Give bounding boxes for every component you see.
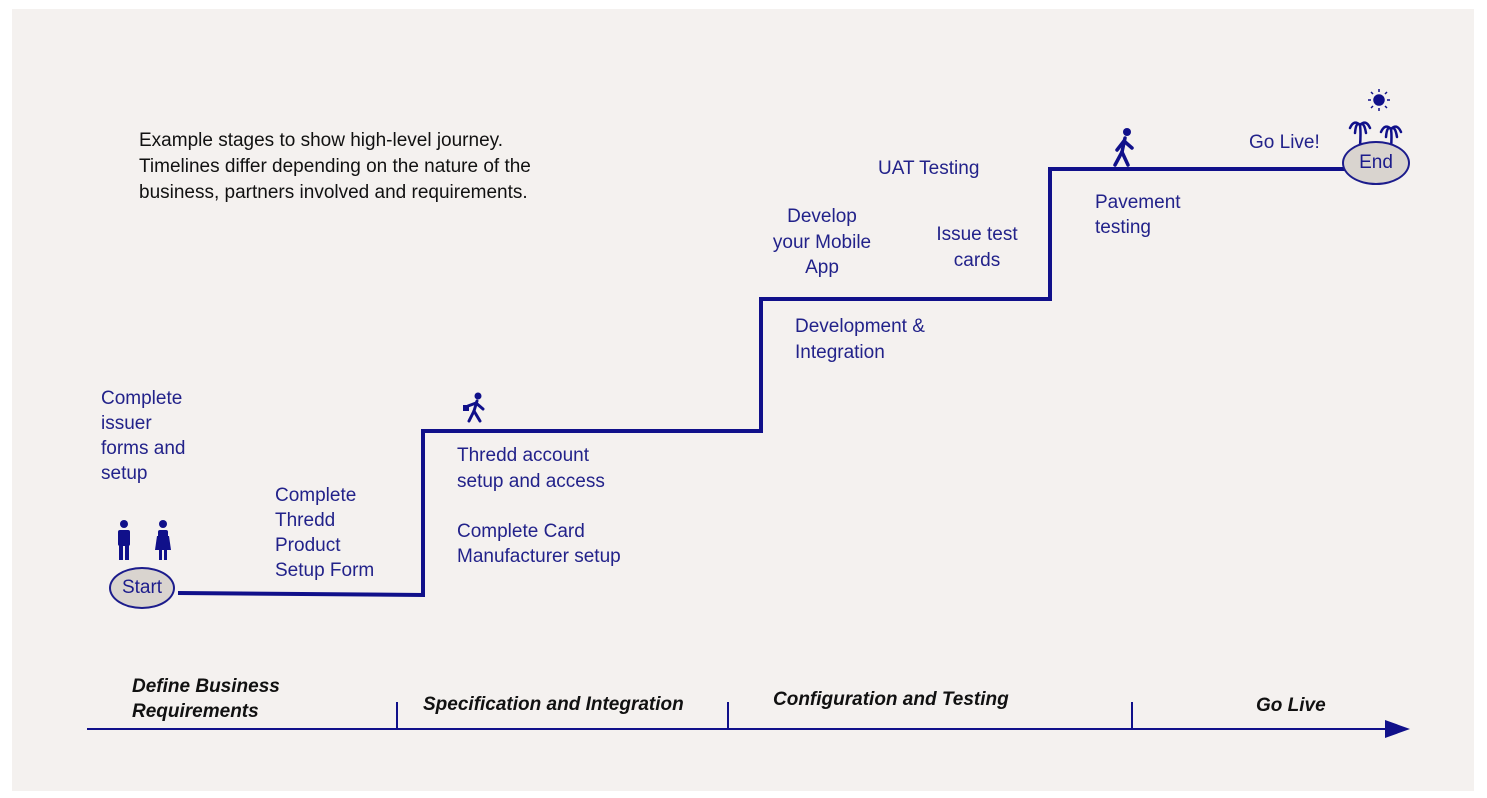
woman-icon xyxy=(155,520,171,560)
walking-man-bag-icon xyxy=(463,392,485,423)
end-node: End xyxy=(1342,141,1410,185)
step-product-setup-form: Complete Thredd Product Setup Form xyxy=(275,485,375,581)
step-pavement-testing: Pavement testing xyxy=(1095,192,1181,238)
man-icon xyxy=(118,520,130,560)
phase-configuration-testing: Configuration and Testing xyxy=(773,689,1009,710)
palm-tree-icon xyxy=(1348,121,1372,148)
step-issue-test-cards: Issue test cards xyxy=(936,224,1018,271)
step-issuer-forms: Complete issuer forms and setup xyxy=(101,388,186,484)
step-account-setup: Thredd account setup and access xyxy=(457,445,605,492)
sun-icon xyxy=(1368,89,1390,111)
start-node: Start xyxy=(109,567,175,609)
phase-specification-integration: Specification and Integration xyxy=(423,694,684,715)
step-uat-testing: UAT Testing xyxy=(878,158,980,179)
step-development-integration: Development & Integration xyxy=(795,316,925,363)
step-go-live: Go Live! xyxy=(1249,132,1320,153)
step-mobile-app: Develop your Mobile App xyxy=(772,206,872,278)
phase-go-live: Go Live xyxy=(1256,695,1326,716)
journey-staircase-line xyxy=(177,167,1345,598)
palm-tree-icon xyxy=(1379,125,1403,150)
step-card-manufacturer: Complete Card Manufacturer setup xyxy=(457,521,621,567)
journey-note: Example stages to show high-level journe… xyxy=(139,130,531,203)
diagram-panel xyxy=(12,9,1474,791)
phase-define-business-requirements: Define Business Requirements xyxy=(132,676,280,722)
timeline-arrowhead xyxy=(1385,720,1410,738)
walking-man-icon xyxy=(1113,128,1134,167)
